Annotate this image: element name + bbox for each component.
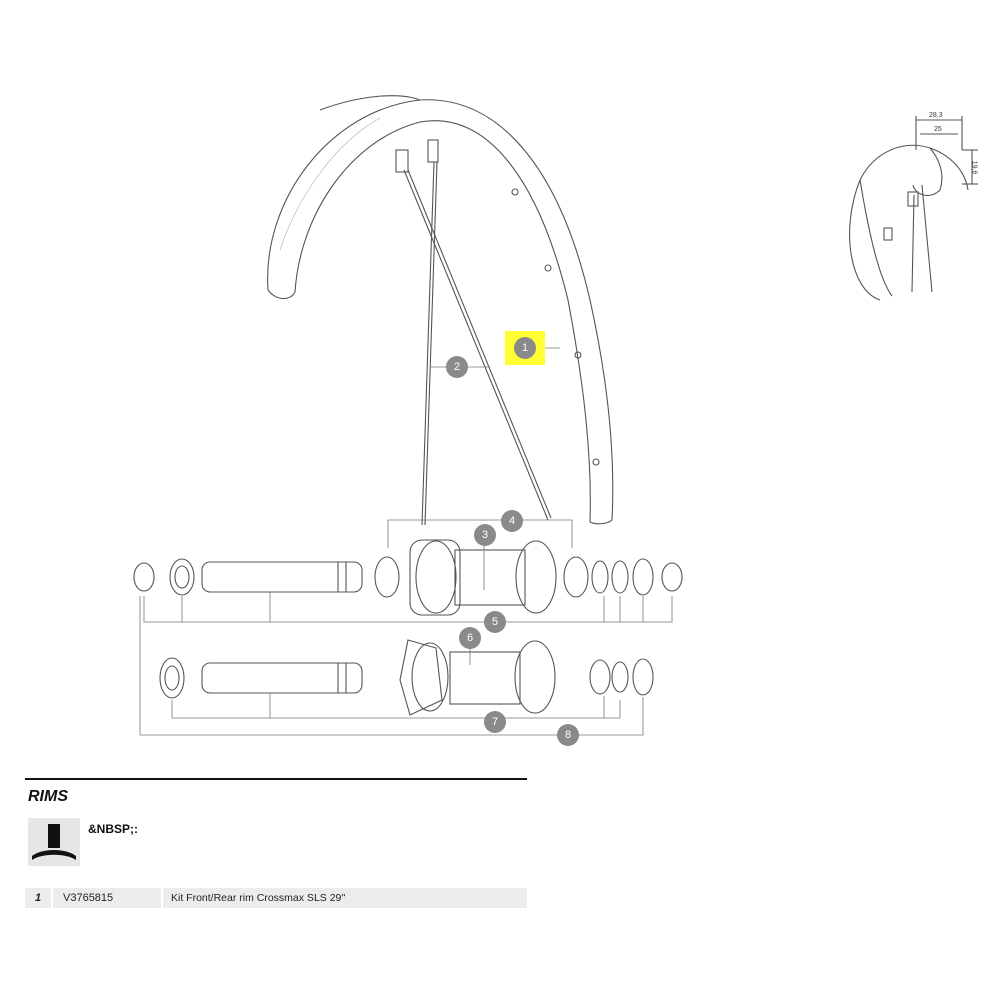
dimension-height: 19,6 [970,160,978,175]
callout-3[interactable]: 3 [474,524,496,546]
valve-icon [28,818,80,866]
spokes-drawing [395,139,552,526]
exploded-view-drawing [133,95,978,736]
dimension-outer-width: 28,3 [929,112,943,119]
callout-7[interactable]: 7 [484,711,506,733]
part-number: 1 [25,888,51,908]
callout-5[interactable]: 5 [484,611,506,633]
valve-type-label: &NBSP;: [88,822,138,836]
rim-cross-section-inset [849,116,978,301]
hub-assembly-rear [159,639,654,716]
leader-lines [139,347,673,736]
dimension-inner-width: 25 [934,126,942,133]
callout-2[interactable]: 2 [446,356,468,378]
rim-drawing [267,95,614,525]
part-description: Kit Front/Rear rim Crossmax SLS 29'' [163,888,527,908]
section-divider [25,778,527,780]
callout-6[interactable]: 6 [459,627,481,649]
table-row[interactable]: 1 V3765815 Kit Front/Rear rim Crossmax S… [25,888,527,908]
callout-4[interactable]: 4 [501,510,523,532]
callout-1[interactable]: 1 [514,337,536,359]
part-reference: V3765815 [53,888,161,908]
exploded-view-diagram: 1 2 3 4 5 6 7 8 28,3 25 19,6 [133,95,978,746]
callout-8[interactable]: 8 [557,724,579,746]
hub-assembly-front [133,539,683,616]
section-title: RIMS [28,788,68,805]
